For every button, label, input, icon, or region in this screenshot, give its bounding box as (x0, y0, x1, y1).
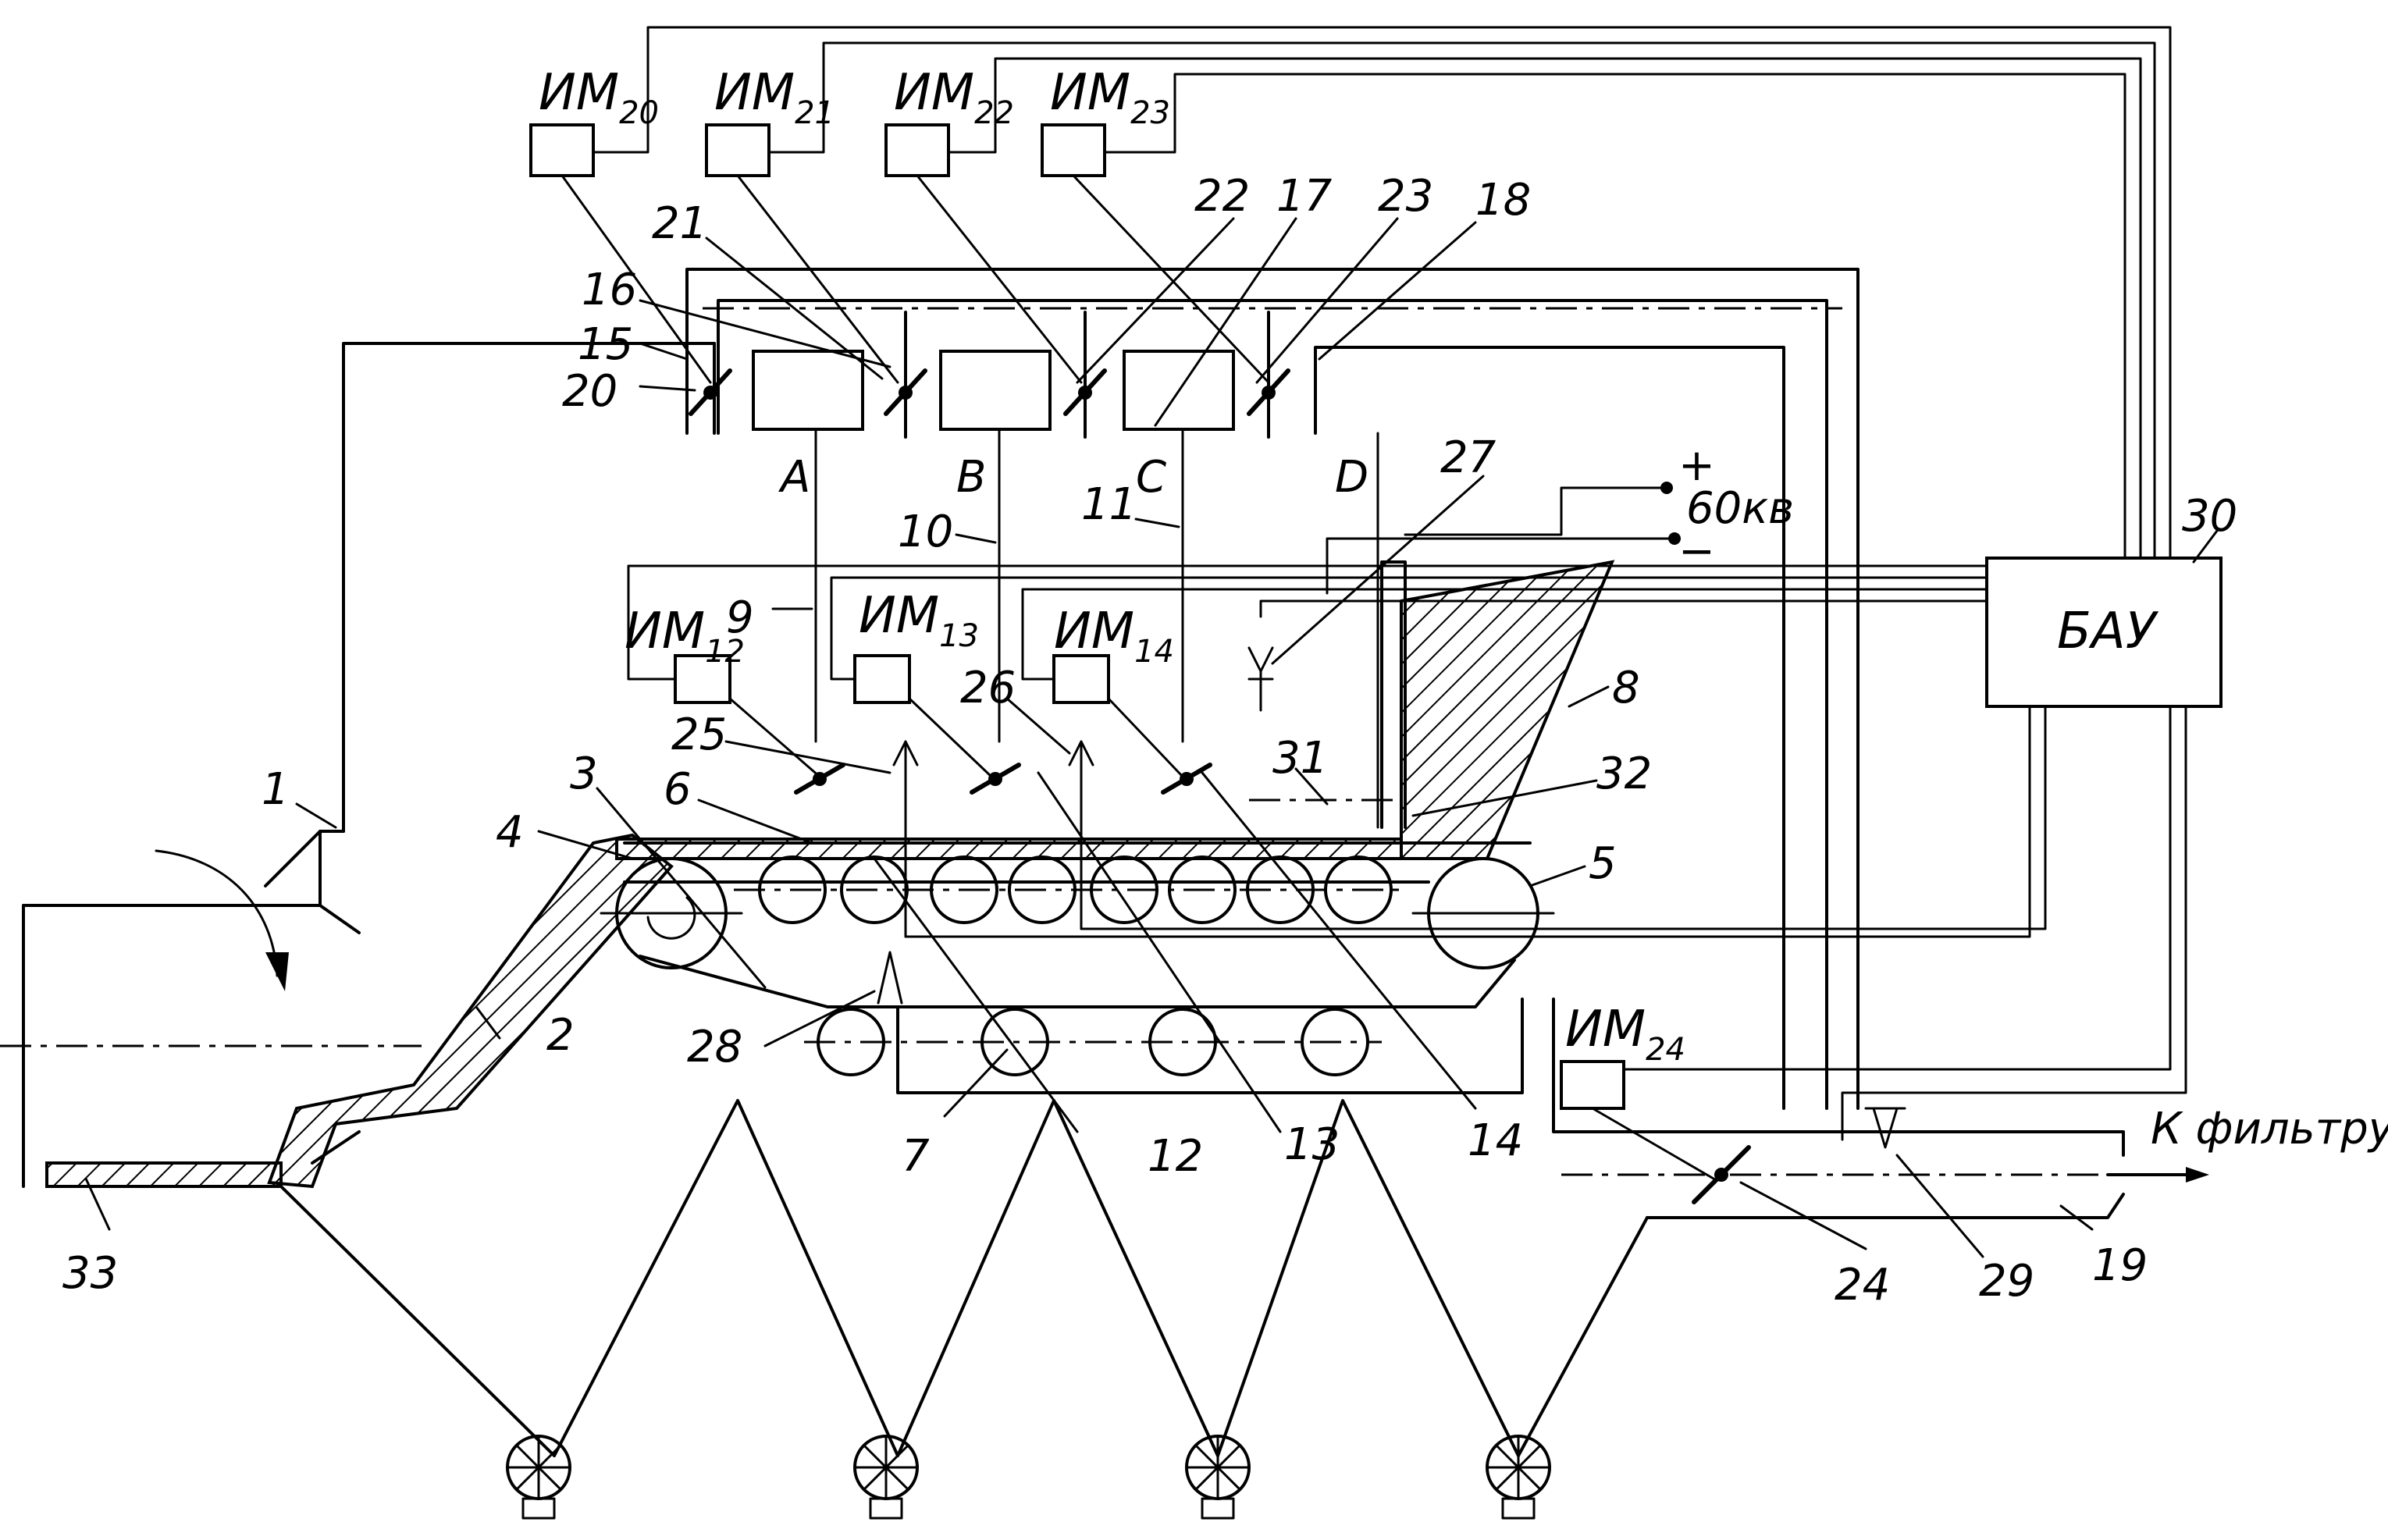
flow-arrow-head (265, 952, 289, 991)
im24-label: ИМ24 (1565, 1001, 1685, 1068)
actuator-im21-box[interactable] (706, 125, 769, 176)
ref-20: 20 (562, 366, 617, 417)
lower-box (898, 999, 1522, 1093)
zone-b-label: B (956, 452, 986, 503)
im14-label: ИМ14 (1054, 603, 1174, 670)
cable-sensors-bau-2 (1081, 679, 2045, 929)
ref-7: 7 (902, 1131, 930, 1182)
ref-9: 9 (726, 592, 754, 643)
linkage-im14 (1109, 699, 1183, 777)
im20-label: ИМ20 (539, 64, 659, 131)
hopper-wedge-8 (1401, 562, 1612, 859)
flow-arrow (156, 851, 277, 976)
actuator-im13-box[interactable] (855, 656, 909, 702)
inlet-wall-top (23, 831, 343, 905)
ref-3: 3 (570, 749, 598, 799)
ref-18: 18 (1475, 175, 1531, 226)
ref-30: 30 (2182, 491, 2237, 542)
wire-bau-im24 (1600, 706, 2170, 1069)
chamber-b (941, 351, 1050, 429)
hopper-right (1518, 1218, 1647, 1456)
ref-5: 5 (1589, 838, 1617, 889)
terminal-plus[interactable] (1660, 482, 1673, 494)
ref-14: 14 (1468, 1115, 1523, 1166)
ref-4: 4 (496, 807, 524, 858)
im23-label: ИМ23 (1050, 64, 1170, 131)
ref-11: 11 (1081, 479, 1137, 530)
ref-28: 28 (687, 1022, 742, 1072)
hv-voltage: 60кв (1686, 483, 1794, 534)
ref-32: 32 (1596, 749, 1652, 799)
rotary-valve-1[interactable] (507, 1436, 570, 1518)
ref-13: 13 (1284, 1119, 1340, 1170)
hopper-left (281, 1186, 554, 1456)
ref-1: 1 (262, 764, 290, 815)
ref-12: 12 (1148, 1131, 1203, 1182)
inlet-flap-2 (320, 905, 359, 933)
rotary-valve-2[interactable] (855, 1436, 917, 1518)
sensor-28 (867, 952, 913, 1007)
actuator-im14-box[interactable] (1054, 656, 1109, 702)
sensor-29 (1866, 1108, 1905, 1147)
zone-d-label: D (1335, 452, 1368, 503)
ref-22: 22 (1194, 171, 1250, 222)
ref-15: 15 (578, 319, 633, 370)
outlet-duct-bottom (1647, 1194, 2123, 1218)
zone-a-label: A (778, 452, 810, 503)
damper-20[interactable] (691, 371, 730, 414)
damper-14[interactable] (1163, 765, 1210, 792)
im21-label: ИМ21 (714, 64, 835, 131)
damper-13[interactable] (972, 765, 1019, 792)
bottom-plate-33 (47, 1163, 281, 1186)
rotary-valve-3[interactable] (1187, 1436, 1249, 1518)
actuator-im20-box[interactable] (531, 125, 593, 176)
ref-23: 23 (1378, 171, 1433, 222)
im13-label: ИМ13 (859, 587, 979, 654)
ref-27: 27 (1440, 432, 1497, 483)
actuator-im23-box[interactable] (1042, 125, 1105, 176)
ref-29: 29 (1979, 1256, 2034, 1307)
control-unit-bau: БАУ (1600, 558, 2221, 1140)
ref-10: 10 (898, 507, 953, 557)
ref-2: 2 (546, 1010, 575, 1061)
inlet-section (0, 433, 671, 1456)
ref-24: 24 (1835, 1260, 1890, 1311)
ref-21: 21 (652, 198, 707, 249)
ref-26: 26 (960, 663, 1016, 713)
ash-hoppers (507, 1101, 1550, 1518)
sensor-27 (1249, 601, 1327, 710)
ref-17: 17 (1276, 171, 1333, 222)
actuator-im24-box[interactable] (1561, 1062, 1624, 1108)
bau-label: БАУ (2057, 603, 2159, 660)
linkage-im12 (730, 699, 820, 777)
drum-rotation-arrow (648, 898, 695, 938)
actuator-im22-box[interactable] (886, 125, 948, 176)
rotary-valve-4[interactable] (1487, 1436, 1550, 1518)
ref-8: 8 (1612, 663, 1640, 713)
collector-inner (718, 301, 1827, 1108)
ref-31: 31 (1272, 733, 1328, 784)
ref-16: 16 (582, 265, 637, 315)
outlet-arrow-head (2186, 1167, 2209, 1183)
wire-bau-29 (1842, 706, 2186, 1140)
ref-25: 25 (671, 710, 727, 760)
inlet-flap-1 (265, 831, 320, 886)
ref-19: 19 (2092, 1240, 2148, 1291)
linkage-im24 (1593, 1108, 1714, 1179)
chamber-a (753, 351, 863, 429)
hopper-1 (554, 1101, 898, 1456)
damper-12[interactable] (796, 765, 843, 792)
mid-actuators: ИМ12 ИМ13 ИМ14 (625, 566, 2045, 1007)
ref-6: 6 (664, 764, 692, 815)
outlet-label: К фильтру (2151, 1104, 2388, 1154)
ramp-2 (269, 835, 671, 1186)
belt-lower (640, 956, 1514, 1007)
zone-c-label: C (1136, 452, 1166, 503)
ref-33: 33 (62, 1248, 118, 1299)
outlet-section: ИМ24 К фильтру (1518, 999, 2388, 1456)
